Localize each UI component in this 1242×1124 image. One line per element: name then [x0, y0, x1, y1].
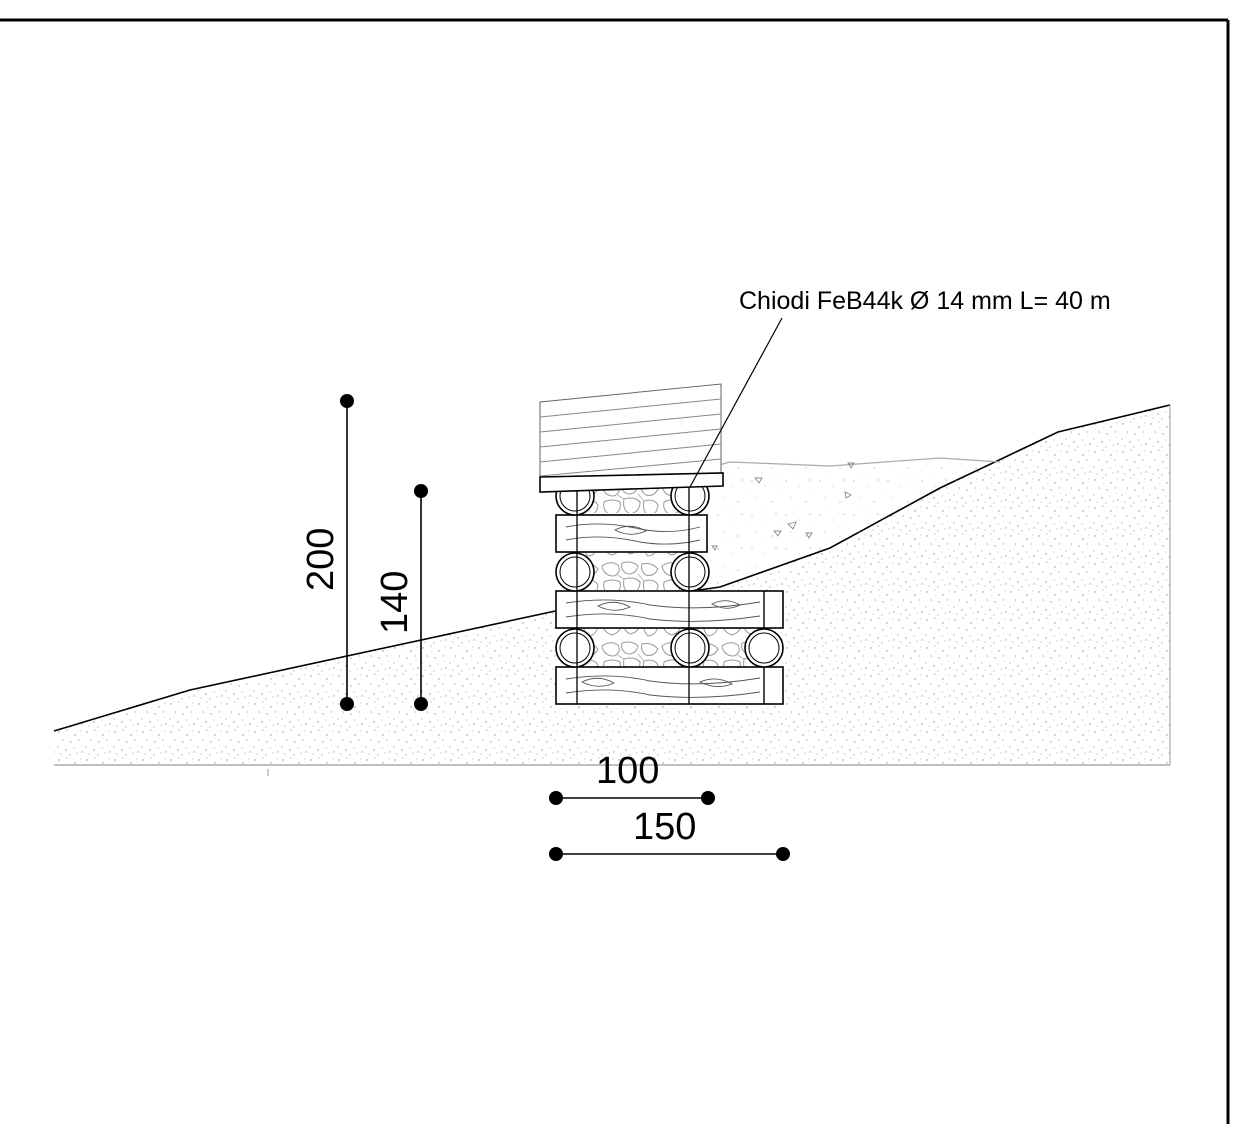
top-cap	[539, 383, 724, 493]
dimension-label-100: 100	[596, 750, 659, 792]
dimension-node	[340, 394, 354, 408]
dimension-label-150: 150	[633, 806, 696, 848]
dimension-node	[549, 847, 563, 861]
dimension-label-200: 200	[300, 528, 342, 591]
leader-line	[689, 317, 783, 488]
header-log	[555, 628, 595, 668]
stretcher-log	[555, 590, 784, 629]
header-log	[744, 628, 784, 668]
dimension-width-base: 150	[549, 806, 790, 861]
stretcher-log	[555, 514, 708, 553]
dimension-width-top: 100	[549, 750, 715, 805]
cap-beam	[539, 472, 724, 493]
header-log	[555, 552, 595, 592]
dimension-node	[701, 791, 715, 805]
dimension-node	[549, 791, 563, 805]
dimension-node	[414, 484, 428, 498]
nail-label: Chiodi FeB44k Ø 14 mm L= 40 m	[739, 287, 1111, 315]
backfill	[707, 457, 1001, 590]
dimension-node	[776, 847, 790, 861]
dimension-node	[414, 697, 428, 711]
nail-annotation: Chiodi FeB44k Ø 14 mm L= 40 m	[689, 287, 1111, 488]
header-log	[670, 552, 710, 592]
stretcher-log	[555, 666, 784, 705]
dimension-label-140: 140	[374, 571, 416, 634]
dimension-node	[340, 697, 354, 711]
header-log	[670, 628, 710, 668]
dimension-height-partial: 140	[374, 484, 428, 711]
drawing-frame	[0, 18, 1230, 1124]
dimension-height-total: 200	[300, 394, 354, 711]
